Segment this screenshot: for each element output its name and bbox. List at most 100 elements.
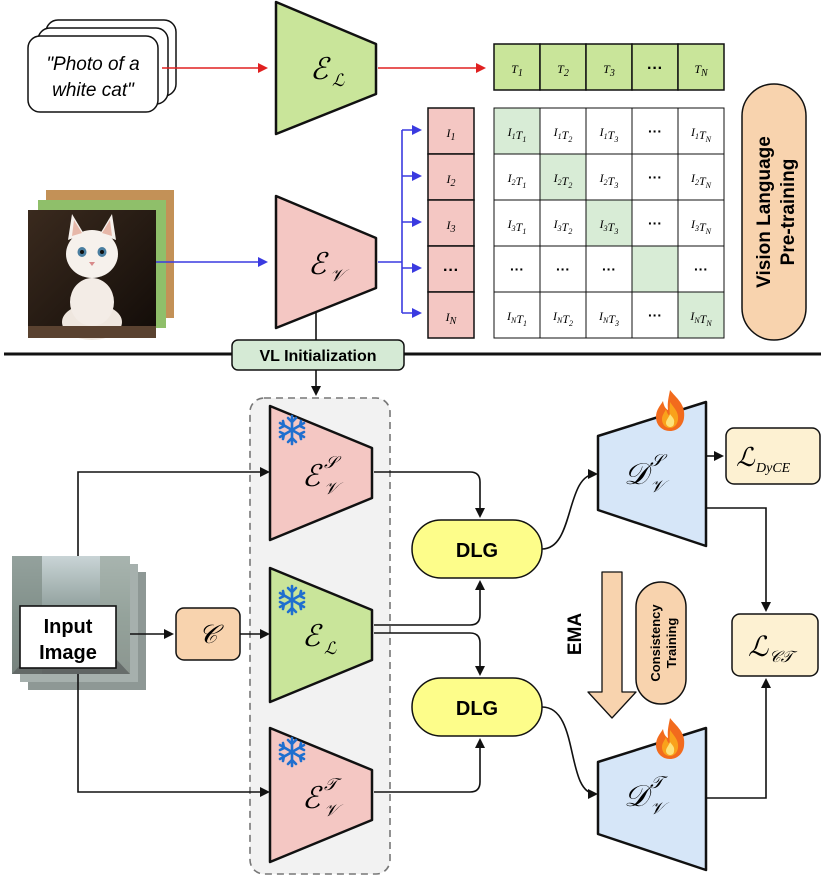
svg-text:IN: IN <box>445 310 458 327</box>
svg-text:···: ··· <box>648 123 662 139</box>
similarity-cell: I2T2 <box>539 153 587 201</box>
ema-label: EMA <box>565 613 586 656</box>
image-token-fanout-arrows <box>378 125 422 318</box>
similarity-cell: INT2 <box>539 291 587 339</box>
loss-ct-box: ℒ 𝒞𝒯 <box>731 613 819 677</box>
image-token-cell: IN <box>427 291 475 339</box>
svg-text:I1TN: I1TN <box>690 125 712 144</box>
loss-dyce-sub: DyCE <box>755 461 791 476</box>
class-prompt-box: 𝒞 <box>175 607 241 661</box>
image-token-cell: I3 <box>427 199 475 247</box>
dlg-top-label: DLG <box>456 540 498 562</box>
similarity-cell: ··· <box>539 245 587 293</box>
svg-text:INTN: INTN <box>689 309 712 328</box>
similarity-cell: I1T3 <box>585 107 633 155</box>
teacher-decoder: 𝒟 𝒱 𝒯 <box>596 718 708 872</box>
similarity-cell: ··· <box>585 245 633 293</box>
svg-text:T2: T2 <box>557 62 569 79</box>
text-token-cell: T3 <box>585 43 633 91</box>
svg-text:···: ··· <box>556 261 570 277</box>
similarity-cell: I3T1 <box>493 199 541 247</box>
teacher-visual-encoder: ℰ 𝒱 𝒯 <box>268 726 374 864</box>
svg-text:I2T1: I2T1 <box>507 171 527 190</box>
text-token-cell: ··· <box>631 43 679 91</box>
ema-arrow: EMA <box>565 571 637 719</box>
svg-text:I3T3: I3T3 <box>599 217 619 236</box>
input-image-line1: Input <box>44 616 93 638</box>
vl-initialization-box: VL Initialization <box>231 339 405 371</box>
svg-text:I2T2: I2T2 <box>553 171 573 190</box>
text-encoder-top: ℰ ℒ <box>274 0 378 136</box>
flame-icon <box>656 390 685 431</box>
dlg-to-decoder-arrows <box>541 469 598 799</box>
svg-text:I1T3: I1T3 <box>599 125 619 144</box>
svg-text:I3T1: I3T1 <box>507 217 527 236</box>
text-token-cell: T1 <box>493 43 541 91</box>
similarity-cell: ··· <box>677 245 725 293</box>
teacher-encoder-symbol: ℰ <box>302 782 323 815</box>
student-encoder-symbol: ℰ <box>302 460 323 493</box>
text-encoder-bottom-sub: ℒ <box>324 639 337 658</box>
svg-text:I3: I3 <box>446 218 456 235</box>
loss-dyce-symbol: ℒ <box>736 443 756 472</box>
input-branch-arrows <box>77 467 270 797</box>
svg-text:I1T2: I1T2 <box>553 125 573 144</box>
dlg-top: DLG <box>411 519 543 579</box>
cat-photo <box>28 190 174 340</box>
similarity-cell: I3T2 <box>539 199 587 247</box>
pretraining-line1: Vision Language <box>754 136 775 288</box>
svg-text:···: ··· <box>647 60 663 77</box>
similarity-cell: INT1 <box>493 291 541 339</box>
image-token-cell: ··· <box>427 245 475 293</box>
image-token-cell: I1 <box>427 107 475 155</box>
svg-text:I2T3: I2T3 <box>599 171 619 190</box>
svg-text:I3TN: I3TN <box>690 217 712 236</box>
text-token-cell: T2 <box>539 43 587 91</box>
similarity-cell: I1T1 <box>493 107 541 155</box>
image-encoder-top: ℰ 𝒱 <box>274 194 378 330</box>
similarity-cell: I1T2 <box>539 107 587 155</box>
similarity-cell: I3TN <box>677 199 725 247</box>
similarity-cell: ··· <box>631 291 679 339</box>
student-decoder: 𝒟 𝒱 𝒮 <box>596 390 708 548</box>
text-encoder-bottom-symbol: ℰ <box>302 620 323 653</box>
svg-text:T1: T1 <box>511 62 523 79</box>
image-encoder-top-symbol: ℰ <box>308 248 329 281</box>
similarity-cell: I3T3 <box>585 199 633 247</box>
loss-ct-sub: 𝒞𝒯 <box>769 649 798 666</box>
svg-text:···: ··· <box>602 261 616 277</box>
dlg-bottom: DLG <box>411 677 543 737</box>
text-encoder-bottom: ℰ ℒ <box>268 566 374 704</box>
vl-initialization-label: VL Initialization <box>259 348 376 365</box>
svg-text:I3T2: I3T2 <box>553 217 573 236</box>
svg-text:INT3: INT3 <box>598 309 619 328</box>
similarity-cell <box>631 245 679 293</box>
similarity-cell: ··· <box>493 245 541 293</box>
svg-text:T3: T3 <box>603 62 615 79</box>
similarity-cell: INT3 <box>585 291 633 339</box>
text-encoder-top-symbol: ℰ <box>310 53 331 86</box>
svg-text:···: ··· <box>648 169 662 185</box>
text-prompt-line2: white cat" <box>52 80 135 101</box>
similarity-cell: ··· <box>631 199 679 247</box>
consistency-line2: Training <box>664 618 679 669</box>
decoder-to-ct-arrows <box>706 507 771 799</box>
similarity-matrix: I1T1I1T2I1T3···I1TNI2T1I2T2I2T3···I2TNI3… <box>493 107 725 339</box>
input-image-label-box: Input Image <box>19 605 117 669</box>
similarity-cell: ··· <box>631 107 679 155</box>
pretraining-pill: Vision Language Pre-training <box>741 83 807 341</box>
svg-text:I2: I2 <box>446 172 456 189</box>
svg-text:···: ··· <box>694 261 708 277</box>
text-prompt-line1: "Photo of a <box>46 54 139 75</box>
svg-text:···: ··· <box>648 307 662 323</box>
svg-text:···: ··· <box>648 215 662 231</box>
loss-dyce-box: ℒ DyCE <box>725 427 821 485</box>
similarity-cell: I2T1 <box>493 153 541 201</box>
similarity-cell: I2T3 <box>585 153 633 201</box>
student-visual-encoder: ℰ 𝒱 𝒮 <box>268 404 374 542</box>
svg-text:···: ··· <box>510 261 524 277</box>
encoder-to-dlg-arrows <box>374 471 485 793</box>
svg-text:INT2: INT2 <box>552 309 573 328</box>
